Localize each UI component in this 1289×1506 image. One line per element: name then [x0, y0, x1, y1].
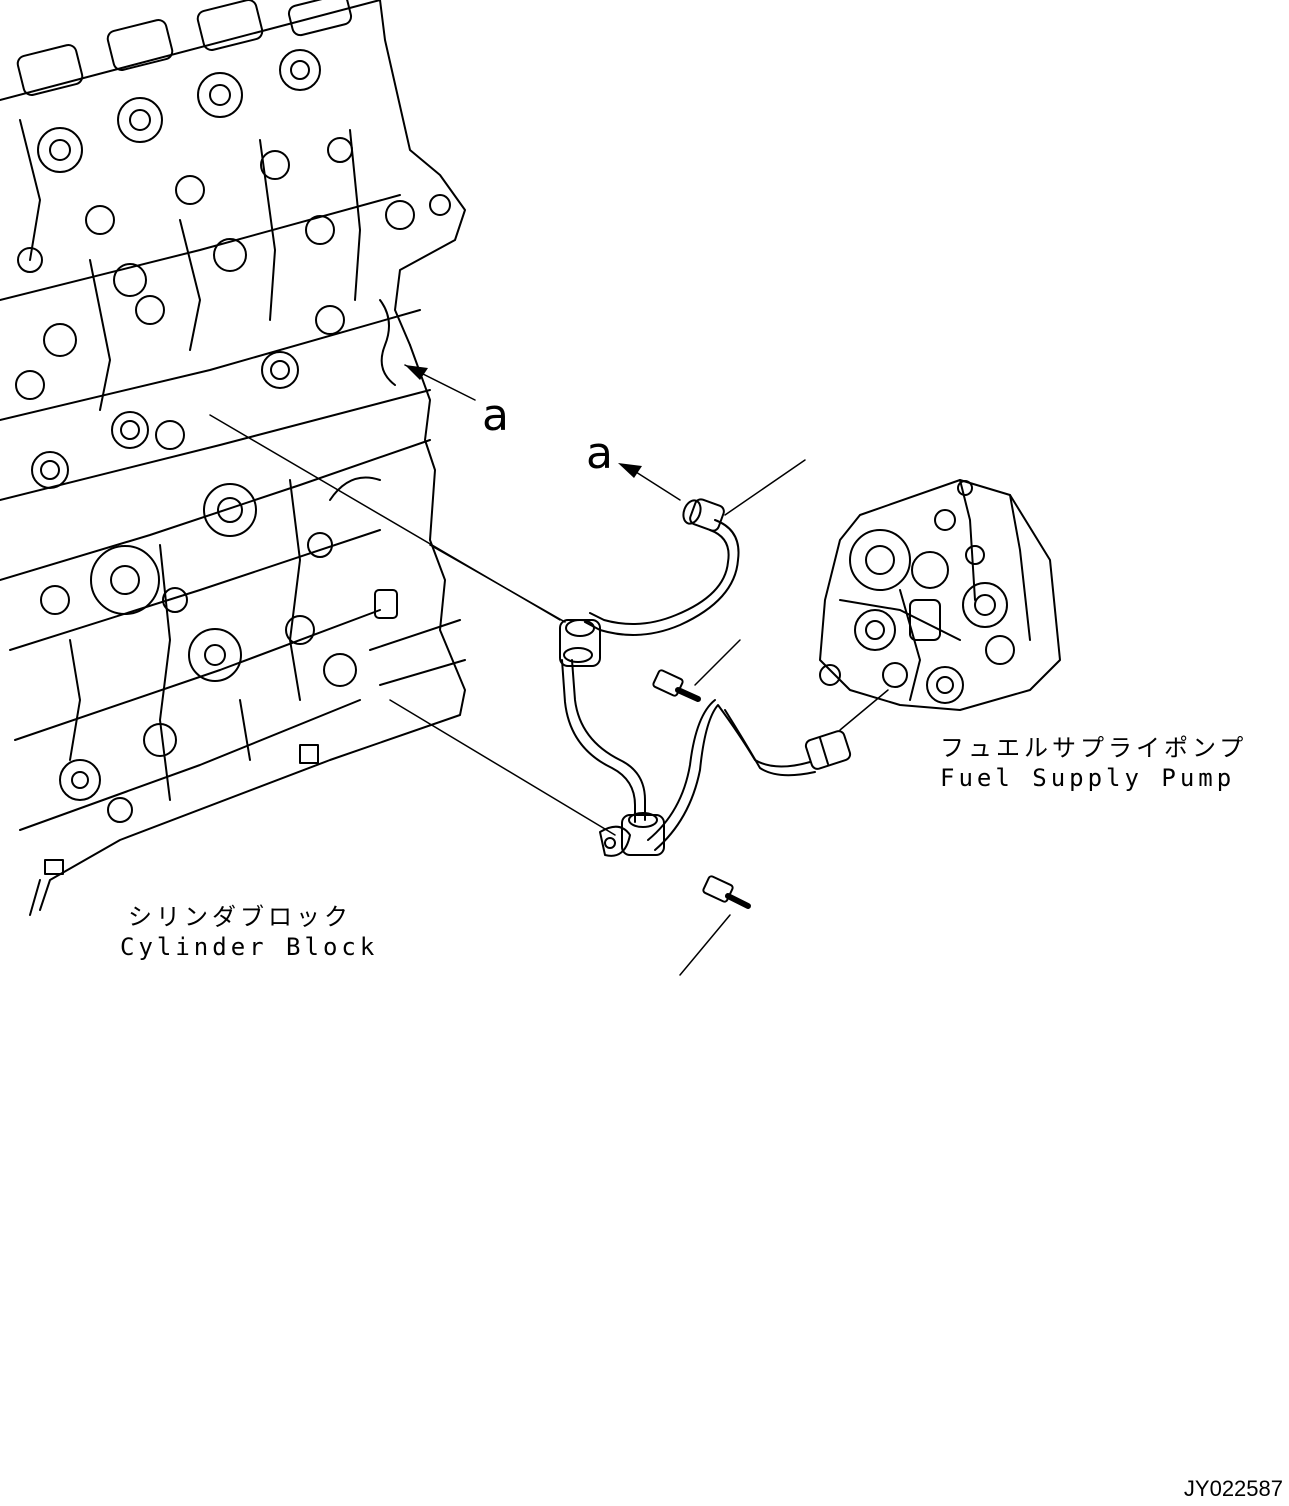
- fuel-supply-pump-drawing: [819, 479, 1061, 711]
- fuel-pipe-assembly: [559, 498, 852, 909]
- drawing-number: JY022587: [1183, 1476, 1283, 1501]
- cylinder-block-label-jp: シリンダブロック: [128, 903, 352, 931]
- cylinder-block-label: シリンダブロック Cylinder Block: [120, 902, 379, 962]
- fuel-supply-pump-label-jp: フュエルサプライポンプ: [940, 734, 1248, 762]
- view-arrows: [405, 365, 642, 478]
- fuel-supply-pump-label-en: Fuel Supply Pump: [940, 764, 1236, 792]
- cylinder-block-drawing: [0, 0, 466, 916]
- banjo-bolt-upper: [652, 669, 701, 702]
- cylinder-block-label-en: Cylinder Block: [120, 933, 379, 961]
- leader-lines: [209, 364, 889, 976]
- banjo-bolt-lower: [702, 875, 751, 909]
- view-a-callout-target: a: [586, 428, 617, 479]
- view-a-callout-source: a: [482, 390, 513, 441]
- fuel-supply-pump-label: フュエルサプライポンプ Fuel Supply Pump: [940, 733, 1248, 793]
